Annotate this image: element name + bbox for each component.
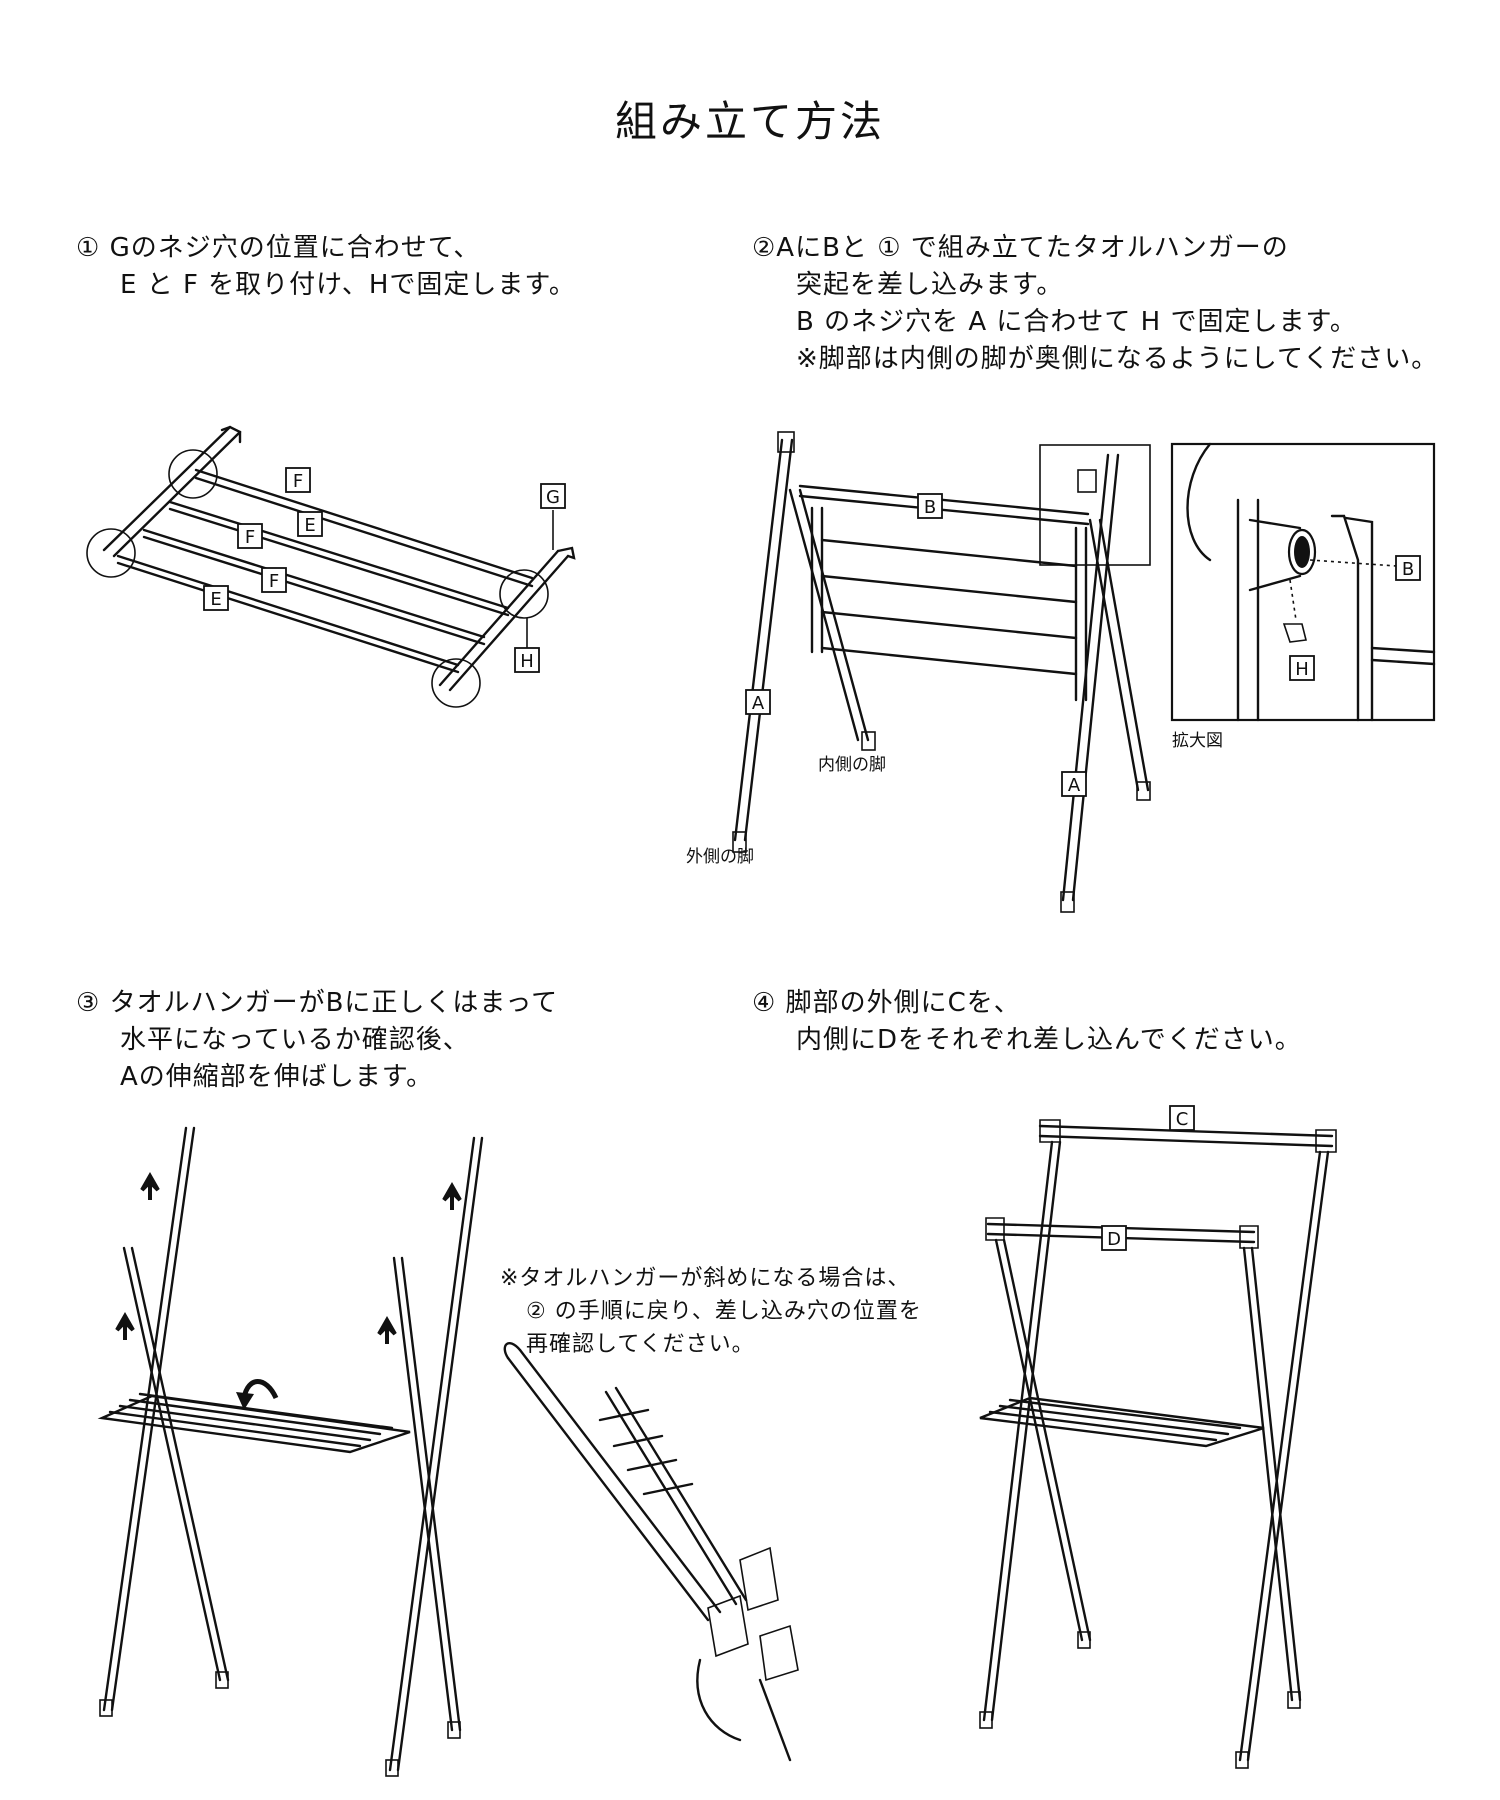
note-line-1: ※タオルハンガーが斜めになる場合は、 — [500, 1266, 911, 1291]
fig1-part-label-F: F — [237, 523, 263, 549]
note-line-3: 再確認してください。 — [526, 1332, 755, 1357]
svg-text:H: H — [1295, 659, 1309, 680]
svg-text:E: E — [210, 589, 221, 610]
fig1-part-label-E: E — [203, 585, 229, 611]
svg-text:F: F — [293, 471, 303, 492]
svg-text:H: H — [520, 651, 534, 672]
fig3-extend-legs — [97, 1126, 484, 1777]
note-line-2: ② の手順に戻り、差し込み穴の位置を — [526, 1299, 922, 1324]
fig1-part-label-F: F — [261, 567, 287, 593]
fig1-towel-hanger-frame — [86, 425, 576, 708]
fig1-part-label-H: H — [514, 647, 540, 673]
fig1-part-label-E: E — [297, 511, 323, 537]
svg-text:E: E — [304, 515, 315, 536]
step-4-line-1: ④ 脚部の外側にCを、 — [752, 988, 1021, 1018]
svg-text:B: B — [1402, 559, 1414, 580]
rotate-arrow-icon — [241, 1379, 279, 1400]
svg-text:A: A — [1068, 775, 1081, 796]
fig4-part-label-D: D — [1101, 1225, 1127, 1251]
fig2-part-label-A: A — [745, 689, 771, 715]
step-3-line-2: 水平になっているか確認後、 — [120, 1025, 470, 1055]
step-1-line-1: ① Gのネジ穴の位置に合わせて、 — [76, 233, 481, 263]
svg-text:G: G — [546, 487, 560, 508]
up-arrow-icon — [140, 1171, 160, 1200]
step-2-line-4: ※脚部は内側の脚が奥側になるようにしてください。 — [796, 344, 1439, 374]
svg-text:F: F — [245, 527, 255, 548]
zoom-region-box — [1039, 444, 1151, 566]
step-1-line-2: E と F を取り付け、Hで固定します。 — [120, 270, 576, 300]
fig4-part-label-C: C — [1169, 1105, 1195, 1131]
svg-text:B: B — [924, 497, 936, 518]
fig2-zoom-detail — [1170, 442, 1436, 722]
up-arrow-icon — [115, 1311, 135, 1340]
fig2-part-label-A: A — [1061, 771, 1087, 797]
fig1-part-label-G: G — [540, 483, 566, 509]
zoom-part-label-H: H — [1289, 655, 1315, 681]
inner-leg-caption: 内側の脚 — [818, 755, 886, 775]
slanted-hanger-detail — [503, 1342, 799, 1762]
callout-circle — [499, 569, 549, 619]
step-3-text: ③ タオルハンガーがBに正しくはまって 水平になっているか確認後、 Aの伸縮部を… — [76, 985, 558, 1096]
step-2-line-3: B のネジ穴を A に合わせて H で固定します。 — [796, 307, 1357, 337]
step-2-text: ②AにBと ① で組み立てたタオルハンガーの 突起を差し込みます。 B のネジ穴… — [752, 230, 1438, 378]
zoom-part-label-B: B — [1395, 555, 1421, 581]
slant-note: ※タオルハンガーが斜めになる場合は、 ② の手順に戻り、差し込み穴の位置を 再確… — [500, 1262, 922, 1361]
step-3-line-1: ③ タオルハンガーがBに正しくはまって — [76, 988, 559, 1018]
step-2-line-1: ②AにBと ① で組み立てたタオルハンガーの — [752, 233, 1289, 263]
callout-circle — [431, 658, 481, 708]
step-2-line-2: 突起を差し込みます。 — [796, 270, 1064, 300]
outer-leg-caption: 外側の脚 — [686, 847, 754, 867]
step-4-text: ④ 脚部の外側にCを、 内側にDをそれぞれ差し込んでください。 — [752, 985, 1302, 1059]
step-1-text: ① Gのネジ穴の位置に合わせて、 E と F を取り付け、Hで固定します。 — [76, 230, 576, 304]
fig2-part-label-B: B — [917, 493, 943, 519]
svg-text:F: F — [269, 571, 279, 592]
callout-circle — [86, 528, 136, 578]
fig1-part-label-F: F — [285, 467, 311, 493]
up-arrow-icon — [377, 1315, 397, 1344]
up-arrow-icon — [442, 1181, 462, 1210]
step-4-line-2: 内側にDをそれぞれ差し込んでください。 — [796, 1025, 1302, 1055]
page-title: 組み立て方法 — [614, 97, 885, 146]
step-3-line-3: Aの伸縮部を伸ばします。 — [120, 1062, 434, 1092]
callout-circle — [168, 449, 218, 499]
svg-text:C: C — [1176, 1109, 1189, 1130]
fig4-completed-stand — [979, 1119, 1337, 1769]
svg-text:A: A — [752, 693, 765, 714]
fig2-stand-assembly — [732, 431, 1151, 913]
zoom-caption: 拡大図 — [1172, 731, 1223, 751]
svg-text:D: D — [1107, 1229, 1121, 1250]
